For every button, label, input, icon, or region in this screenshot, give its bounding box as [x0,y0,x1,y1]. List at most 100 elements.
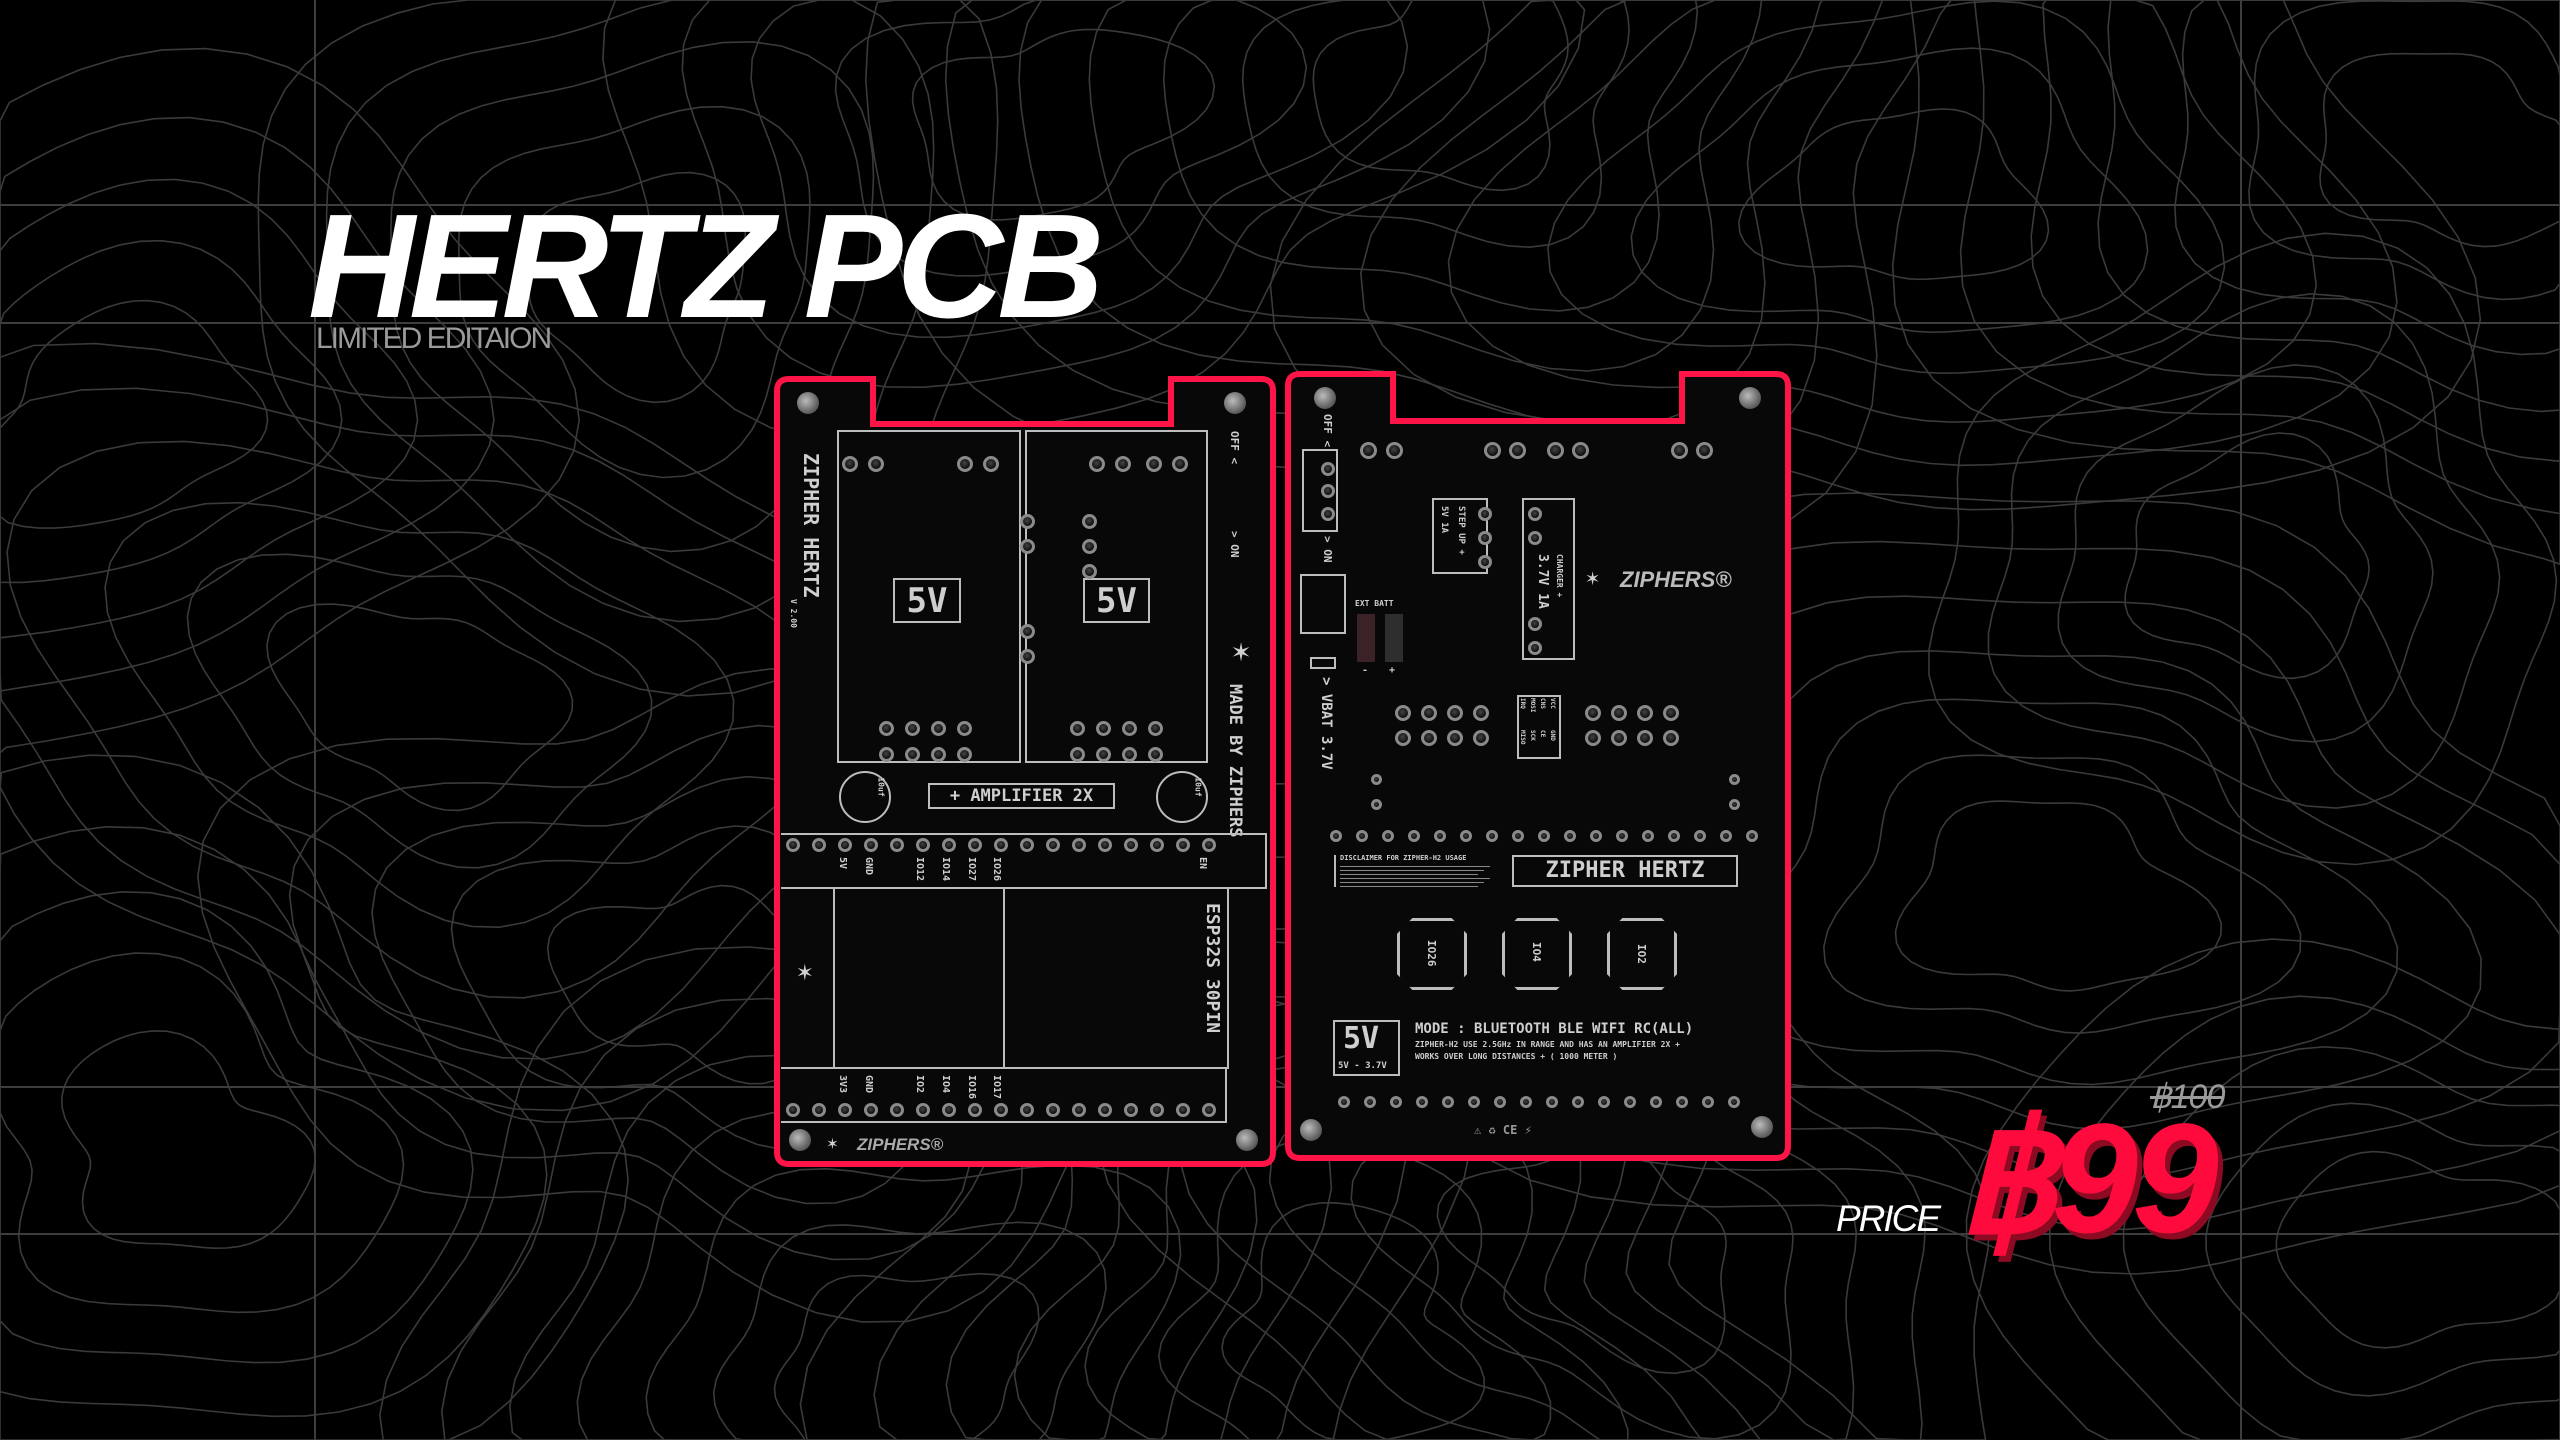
contour-line [1894,800,2223,992]
contour-line [1436,1140,1727,1375]
contour-line [457,105,811,479]
contour-line [773,1272,1040,1440]
contour-line [1088,0,1763,372]
description-line-1: ZIPHER-H2 USE 2.5GHz IN RANGE AND HAS AN… [1415,1040,1680,1049]
through-hole [1528,507,1542,521]
through-hole [1728,773,1740,785]
contour-line [1630,47,2149,334]
through-hole [1611,705,1627,721]
through-hole [1702,1096,1714,1108]
through-hole [1124,838,1138,852]
through-hole [1081,563,1097,579]
through-hole [1150,1103,1164,1117]
contour-line [602,0,1586,446]
contour-line [1221,1201,1485,1440]
through-hole [930,720,946,736]
switch-on-label: > ON [1321,536,1334,563]
through-hole [1172,456,1188,472]
esp32-footprint [833,887,1229,1069]
through-hole [1473,730,1489,746]
through-hole [1571,441,1589,459]
current-price: ฿99 [1958,1092,2219,1266]
nrf-pin-label: CE [1539,730,1546,738]
made-by-label: MADE BY ZIPHERS [1225,684,1245,838]
contour-line [2097,0,2560,413]
through-hole [878,746,894,762]
through-hole [1442,1096,1454,1108]
contour-line [1162,0,1699,312]
through-hole [1095,720,1111,736]
module-right-5v-label: 5V [1083,578,1150,623]
mount-hole [789,1129,811,1151]
disclaimer-line [1340,866,1490,867]
through-hole [1546,441,1564,459]
zipher-star-icon: ✶ [1232,634,1251,669]
through-hole [1447,705,1463,721]
contour-line [0,891,474,1364]
through-hole [994,1103,1008,1117]
through-hole [1321,507,1335,521]
antenna-label: IO26 [1425,940,1438,967]
pin-label: IO27 [966,857,977,882]
contour-line [2030,0,2560,463]
switch-on-label: > ON [1228,531,1241,558]
through-hole [1663,730,1679,746]
through-hole [1637,730,1653,746]
through-hole [1147,720,1163,736]
through-hole [1528,531,1542,545]
contour-line [2174,0,2560,356]
contour-line [0,178,419,639]
through-hole [1121,720,1137,736]
minus-label: - [1362,665,1369,676]
disclaimer-line [1340,886,1478,887]
contour-line [0,299,269,529]
contour-line [681,0,1491,389]
through-hole [956,720,972,736]
capacitor-right-label: 10uf [1193,777,1203,797]
mount-hole [1300,1119,1322,1141]
through-hole [1098,838,1112,852]
contour-line [2205,1102,2560,1397]
through-hole [1124,1103,1138,1117]
through-hole [1473,705,1489,721]
certification-marks: ⚠ ♻ CE ⚡ [1474,1123,1532,1137]
through-hole [1663,705,1679,721]
through-hole [1694,830,1706,842]
antenna-footprint [1607,918,1677,990]
contour-line [0,342,988,1112]
battery-pad-positive [1385,614,1403,662]
nrf-pin-label: VCC [1549,698,1556,709]
antenna-label: IO2 [1635,944,1648,964]
original-price: ฿100 [2150,1078,2225,1116]
through-hole [1468,1096,1480,1108]
contour-line [1735,698,2399,1086]
charger-sub-label: 3.7V 1A [1535,554,1550,609]
through-hole [864,1103,878,1117]
contour-line [1987,292,2501,809]
nrf-pin-label: IRQ [1519,698,1526,709]
contour-line [0,754,629,1440]
switch-off-label: OFF < [1228,431,1241,465]
through-hole [1095,746,1111,762]
through-hole [838,1103,852,1117]
power-badge-sub-label: 5V - 3.7V [1338,1061,1387,1071]
step-up-label: STEP UP + [1456,506,1466,555]
disclaimer-bar [1334,855,1336,887]
through-hole [1585,730,1601,746]
through-hole [1585,705,1601,721]
through-hole [968,838,982,852]
contour-line [1018,0,1824,429]
brand-logo: ZIPHERS® [1620,567,1732,592]
switch-off-label: OFF < [1321,414,1334,448]
contour-line [1738,108,2050,281]
disclaimer-line [1340,870,1484,871]
through-hole [812,838,826,852]
through-hole [1546,1096,1558,1108]
contour-line [2122,1045,2560,1440]
through-hole [1460,830,1472,842]
contour-line [266,603,574,812]
through-hole [1512,830,1524,842]
through-hole [930,746,946,762]
through-hole [956,746,972,762]
